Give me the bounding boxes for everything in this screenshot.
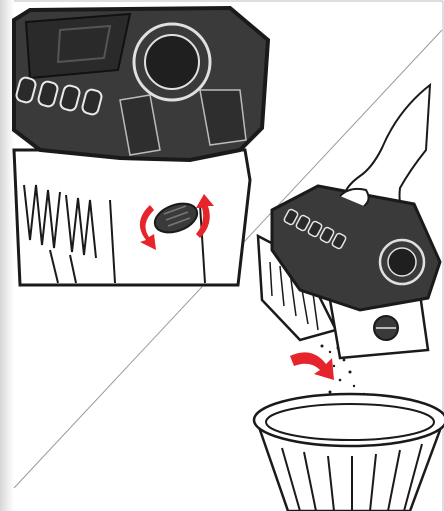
intake-port-opening <box>145 35 199 89</box>
lid-recess-panel <box>26 14 130 78</box>
trash-bin-icon <box>254 394 444 511</box>
pour-arrow-icon <box>290 352 334 380</box>
panel-1-vacuum-unit <box>14 8 268 285</box>
tilted-intake-opening <box>388 248 416 276</box>
panel-2-empty-filter <box>254 85 444 511</box>
vacuum-bin-body <box>14 150 250 285</box>
